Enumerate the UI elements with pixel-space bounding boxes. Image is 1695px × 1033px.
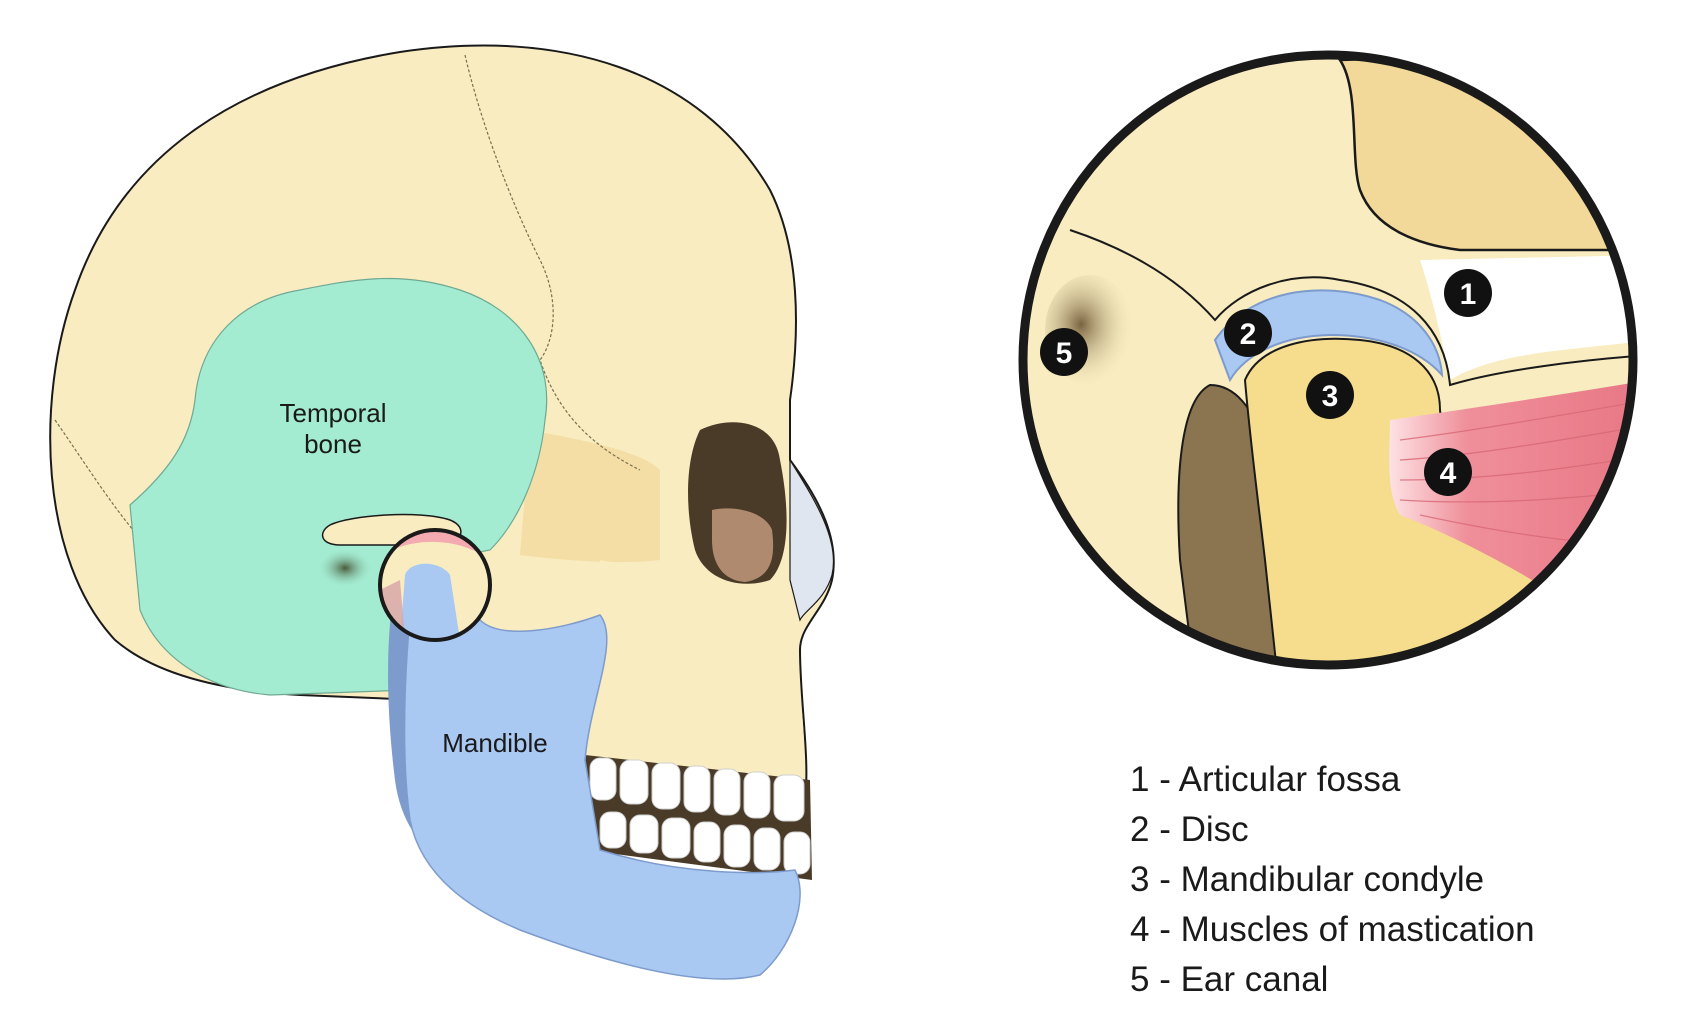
svg-text:4: 4 xyxy=(1440,457,1457,490)
maxilla xyxy=(600,560,805,790)
tmj-highlight xyxy=(378,528,492,642)
tmj-zoom-view: 1 2 3 4 5 xyxy=(1018,50,1638,670)
zoom-temporal-contour xyxy=(1069,229,1633,387)
svg-text:1: 1 xyxy=(1460,278,1477,311)
skull-illustration: Temporal bone Mandible xyxy=(49,44,835,980)
legend-item-articular-fossa: 1 - Articular fossa xyxy=(1130,760,1401,799)
svg-text:2: 2 xyxy=(1240,318,1257,351)
zoom-circle-outline xyxy=(1018,50,1638,670)
legend-item-ear-canal: 5 - Ear canal xyxy=(1130,960,1329,999)
legend-item-disc: 2 - Disc xyxy=(1130,810,1249,849)
mandible-label: Mandible xyxy=(442,728,548,758)
svg-text:5: 5 xyxy=(1056,337,1073,370)
badge-3: 3 xyxy=(1306,371,1354,419)
zygomatic-shade xyxy=(520,430,660,563)
badge-1: 1 xyxy=(1444,269,1492,317)
temporal-bone-label-line2: bone xyxy=(304,429,362,459)
zoom-disc xyxy=(1213,289,1444,383)
orbit-floor xyxy=(712,508,774,582)
nasal-bone xyxy=(789,457,835,622)
mandible xyxy=(403,567,801,980)
badge-4: 4 xyxy=(1424,448,1472,496)
temporal-bone-label-line1: Temporal xyxy=(280,398,387,428)
teeth xyxy=(585,755,812,880)
coronal-suture xyxy=(464,54,641,471)
tmj-circle-outline xyxy=(378,528,492,642)
legend-item-muscles-of-mastication: 4 - Muscles of mastication xyxy=(1130,910,1535,949)
ear-canal xyxy=(317,548,373,588)
legend: 1 - Articular fossa 2 - Disc 3 - Mandibu… xyxy=(1130,755,1535,1005)
badge-2: 2 xyxy=(1224,309,1272,357)
legend-item-mandibular-condyle: 3 - Mandibular condyle xyxy=(1130,860,1485,899)
badge-5: 5 xyxy=(1040,328,1088,376)
svg-text:3: 3 xyxy=(1322,380,1339,413)
